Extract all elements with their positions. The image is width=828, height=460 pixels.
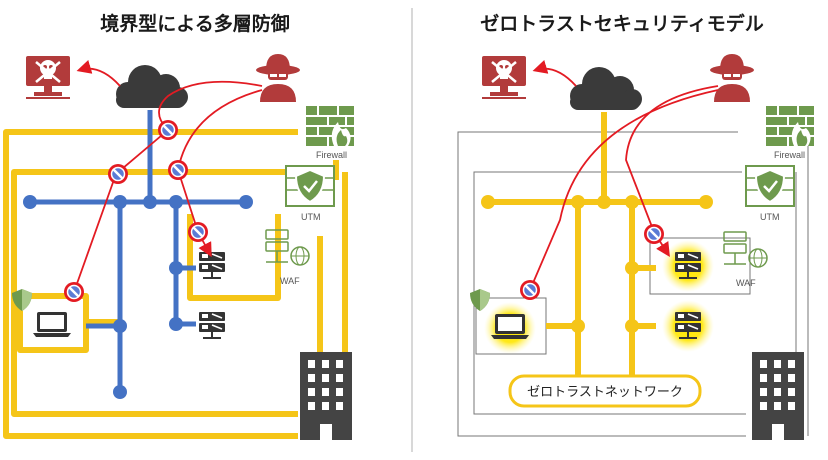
server-icon [198,251,226,279]
malicious-server-icon [24,54,72,100]
attack-paths [529,60,719,291]
zero-trust-network-label: ゼロトラストネットワーク [527,385,683,400]
blocked-icon [106,162,130,186]
utm-icon [284,164,336,208]
shield-icon [470,289,490,311]
waf-label: WAF [736,278,756,288]
blocked-icon [166,158,190,182]
malicious-server-icon [480,54,528,100]
building-icon [300,352,352,440]
waf-icon [265,229,310,266]
firewall-label: Firewall [316,150,347,160]
zero-trust-nodes [481,195,713,333]
blocked-icon [186,220,210,244]
attacker-icon [710,54,754,102]
firewall-icon [305,105,355,147]
cloud-icon [570,67,642,110]
zero-trust-network-box [508,374,702,408]
left-title: 境界型による多層防御 [100,13,290,35]
blocked-icon [518,278,542,302]
firewall-icon [765,105,815,147]
firewall-label: Firewall [774,150,805,160]
blocked-icon [642,222,666,246]
laptop-icon [33,312,71,337]
blocked-icon [62,280,86,304]
lan-nodes [23,195,253,399]
utm-label: UTM [760,212,780,222]
cloud-icon [116,65,188,108]
left-panel: Firewall UTM WAF [3,54,355,440]
right-panel: ゼロトラストネットワーク Firewall UTM WAF [457,54,815,440]
server-icon [198,311,226,339]
attacker-icon [256,54,300,102]
waf-label: WAF [280,276,300,286]
laptop-icon [491,314,529,339]
blocked-icon [156,118,180,142]
right-title: ゼロトラストセキュリティモデル [480,13,764,35]
utm-label: UTM [301,212,321,222]
utm-icon [744,164,796,208]
waf-icon [723,231,768,268]
building-icon [752,352,804,440]
